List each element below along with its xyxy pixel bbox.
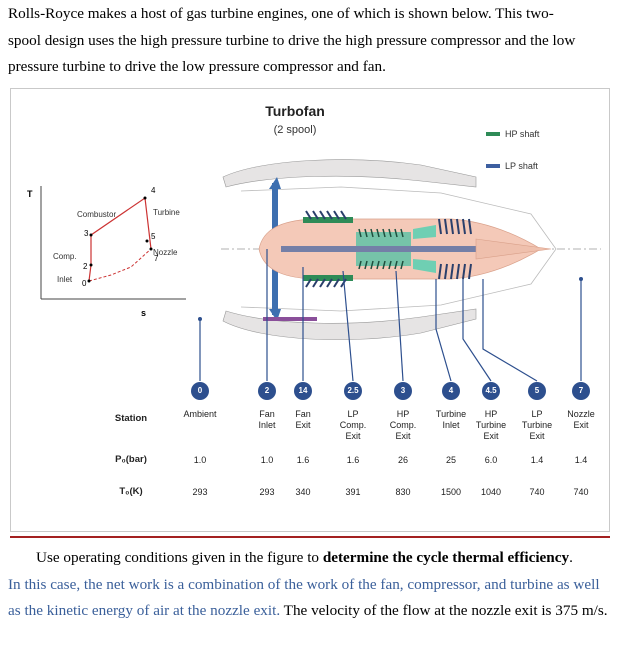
nacelle-top (222, 159, 477, 188)
turbine-label: Turbine (153, 208, 180, 217)
inlet-label: Inlet (57, 275, 73, 284)
row-header-pressure: P₀(bar) (115, 454, 147, 465)
section-divider (10, 536, 610, 538)
row-header-station: Station (114, 413, 148, 424)
combustor-label: Combustor (77, 210, 116, 219)
station-temperature: 391 (345, 487, 361, 497)
comp-label: Comp. (53, 252, 77, 261)
hp-compressor (356, 228, 411, 270)
station-pressure: 25 (445, 455, 456, 465)
turbofan-diagram: Turbofan (2 spool) HP shaft LP shaft T s… (27, 103, 601, 382)
question-body: In this case, the net work is a combinat… (8, 572, 608, 625)
station-pressure: 26 (397, 455, 408, 465)
station-temperature: 293 (192, 487, 208, 497)
point-3-label: 3 (84, 229, 89, 238)
station-name: HP Comp. Exit (389, 409, 417, 441)
question-emphasis: determine the cycle thermal efficiency (322, 549, 570, 566)
station-pressure: 6.0 (484, 455, 498, 465)
station-temperature: 740 (573, 487, 589, 497)
station-pressure: 1.6 (296, 455, 310, 465)
station-badge-2-5: 2.5 (344, 382, 362, 400)
legend-hp-shaft: HP shaft (505, 129, 540, 139)
intro-paragraph: Rolls-Royce makes a host of gas turbine … (8, 1, 608, 81)
combustor-bottom (413, 259, 436, 273)
station-temperature: 830 (395, 487, 411, 497)
station-pressure: 1.0 (193, 455, 207, 465)
station-name: Ambient (183, 409, 217, 419)
legend-lp-shaft: LP shaft (505, 161, 538, 171)
intro-line: pressure turbine to drive the low pressu… (8, 58, 386, 75)
question-note: In this case, the net work is a combinat… (8, 575, 600, 620)
station-name: LP Turbine Exit (521, 409, 553, 441)
question-text: Use operating conditions given in the fi… (36, 549, 323, 566)
point-4-label: 4 (151, 186, 156, 195)
figure-subtitle: (2 spool) (274, 124, 317, 136)
engine-illustration (221, 159, 601, 341)
combustor-top (413, 225, 436, 239)
row-header-temperature: T₀(K) (119, 486, 143, 497)
point-0-label: 0 (82, 279, 87, 288)
station-badge-2: 2 (258, 382, 276, 400)
station-name: Turbine Inlet (435, 409, 467, 430)
station-pressure: 1.4 (574, 455, 588, 465)
bypass-duct (240, 186, 557, 312)
station-name: Nozzle Exit (567, 409, 595, 430)
station-leader-lines (199, 249, 582, 382)
station-temperature: 293 (259, 487, 275, 497)
question-paragraph: Use operating conditions given in the fi… (8, 545, 608, 625)
station-name: Fan Exit (295, 409, 311, 430)
turbofan-figure: Turbofan (2 spool) HP shaft LP shaft T s… (10, 88, 610, 532)
nozzle-label: Nozzle (153, 248, 178, 257)
point-2-label: 2 (83, 262, 88, 271)
station-temperature: 1500 (440, 487, 462, 497)
station-name: HP Turbine Exit (475, 409, 507, 441)
ts-y-label: T (27, 189, 33, 199)
station-pressure: 1.0 (260, 455, 274, 465)
station-pressure: 1.6 (346, 455, 360, 465)
station-temperature: 1040 (480, 487, 502, 497)
point-7-label: 7 (154, 254, 159, 263)
point-5-label: 5 (151, 232, 156, 241)
station-temperature: 740 (529, 487, 545, 497)
station-badge-4-5: 4.5 (482, 382, 500, 400)
figure-title: Turbofan (265, 103, 325, 119)
nozzle-plug (475, 238, 552, 260)
station-badge-0: 0 (191, 382, 209, 400)
station-pressure: 1.4 (530, 455, 544, 465)
heat-rejection-path (88, 248, 152, 282)
fan-frame-strut (263, 317, 317, 321)
question-period: . (569, 549, 573, 566)
question-velocity: The velocity of the flow at the nozzle e… (280, 602, 608, 619)
ts-diagram: T s 0 2 3 4 5 7 Combustor Turbine Nozzle… (27, 186, 186, 318)
station-name: LP Comp. Exit (339, 409, 367, 441)
lp-shaft-swatch (486, 164, 500, 168)
station-badge-14: 14 (294, 382, 312, 400)
station-badge-3: 3 (394, 382, 412, 400)
intro-line: spool design uses the high pressure turb… (8, 31, 576, 49)
station-temperature: 340 (295, 487, 311, 497)
station-badge-5: 5 (528, 382, 546, 400)
lp-compressor (303, 210, 353, 288)
ts-x-label: s (141, 308, 146, 318)
turbines (438, 218, 472, 280)
intro-line: Rolls-Royce makes a host of gas turbine … (8, 5, 554, 22)
station-badge-4: 4 (442, 382, 460, 400)
station-badge-7: 7 (572, 382, 590, 400)
station-name: Fan Inlet (258, 409, 276, 430)
question-line-1: Use operating conditions given in the fi… (8, 545, 608, 572)
lp-shaft (281, 246, 481, 252)
hp-shaft-swatch (486, 132, 500, 136)
